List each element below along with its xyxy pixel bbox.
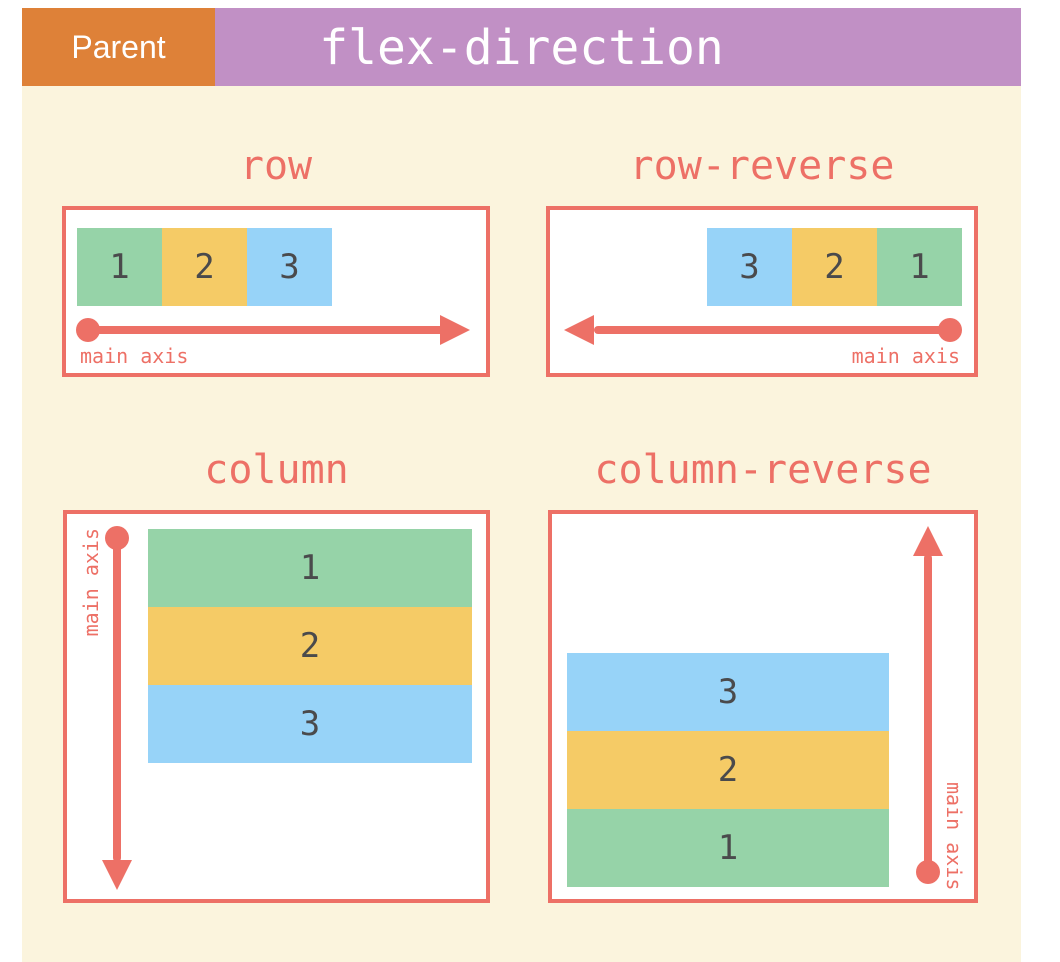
- main-axis-label: main axis: [79, 528, 103, 637]
- flex-item-1: 1: [877, 228, 962, 306]
- arrow-head-icon: [913, 526, 943, 556]
- flex-item-2: 2: [567, 731, 889, 809]
- flex-item-label: 1: [909, 247, 930, 287]
- main-axis-label: main axis: [942, 782, 966, 891]
- main-axis-arrow-line: [924, 554, 932, 872]
- flex-item-label: 3: [717, 672, 739, 712]
- arrow-head-icon: [440, 315, 470, 345]
- panel-title-column: column: [204, 447, 349, 493]
- flex-item-label: 3: [299, 704, 321, 744]
- flex-item-label: 1: [109, 247, 130, 287]
- flex-item-1: 1: [148, 529, 472, 607]
- flex-item-2: 2: [792, 228, 877, 306]
- flex-item-3: 3: [148, 685, 472, 763]
- header-bar: [215, 8, 1021, 86]
- flex-item-label: 3: [739, 247, 760, 287]
- flex-items-container: 1 2 3: [148, 529, 472, 763]
- flex-item-label: 2: [824, 247, 845, 287]
- panel-title-row: row: [239, 143, 313, 189]
- panel-row: 1 2 3 main axis: [62, 206, 490, 377]
- flex-item-3: 3: [567, 653, 889, 731]
- flex-item-2: 2: [162, 228, 247, 306]
- panel-column-reverse: 3 2 1 main axis: [548, 510, 978, 903]
- main-axis-arrow-line: [113, 538, 121, 862]
- flex-item-label: 2: [717, 750, 739, 790]
- arrow-head-icon: [102, 860, 132, 890]
- flex-item-label: 1: [717, 828, 739, 868]
- flex-item-3: 3: [707, 228, 792, 306]
- flex-item-1: 1: [77, 228, 162, 306]
- flex-items-container: 3 2 1: [567, 653, 889, 887]
- panel-title-column-reverse: column-reverse: [594, 447, 932, 493]
- arrow-start-dot-icon: [938, 318, 962, 342]
- flex-items-container: 3 2 1: [707, 228, 962, 306]
- main-axis-label: main axis: [80, 344, 189, 368]
- parent-badge: Parent: [22, 8, 215, 86]
- flex-item-1: 1: [567, 809, 889, 887]
- parent-badge-label: Parent: [71, 28, 166, 65]
- arrow-start-dot-icon: [76, 318, 100, 342]
- flex-items-container: 1 2 3: [77, 228, 332, 306]
- flex-item-2: 2: [148, 607, 472, 685]
- main-axis-label: main axis: [851, 344, 960, 368]
- page-title: flex-direction: [319, 20, 724, 76]
- flex-item-label: 1: [299, 548, 321, 588]
- main-axis-arrow-line: [594, 326, 952, 334]
- arrow-head-icon: [564, 315, 594, 345]
- panel-row-reverse: 3 2 1 main axis: [546, 206, 978, 377]
- flex-item-label: 2: [194, 247, 215, 287]
- flex-item-label: 2: [299, 626, 321, 666]
- header: Parent: [22, 8, 1021, 86]
- panel-title-row-reverse: row-reverse: [629, 143, 895, 189]
- flex-item-label: 3: [279, 247, 300, 287]
- flex-item-3: 3: [247, 228, 332, 306]
- arrow-start-dot-icon: [916, 860, 940, 884]
- main-axis-arrow-line: [86, 326, 444, 334]
- panel-column: 1 2 3 main axis: [63, 510, 490, 903]
- infographic-canvas: Parent flex-direction row row-reverse co…: [22, 8, 1021, 962]
- arrow-start-dot-icon: [105, 526, 129, 550]
